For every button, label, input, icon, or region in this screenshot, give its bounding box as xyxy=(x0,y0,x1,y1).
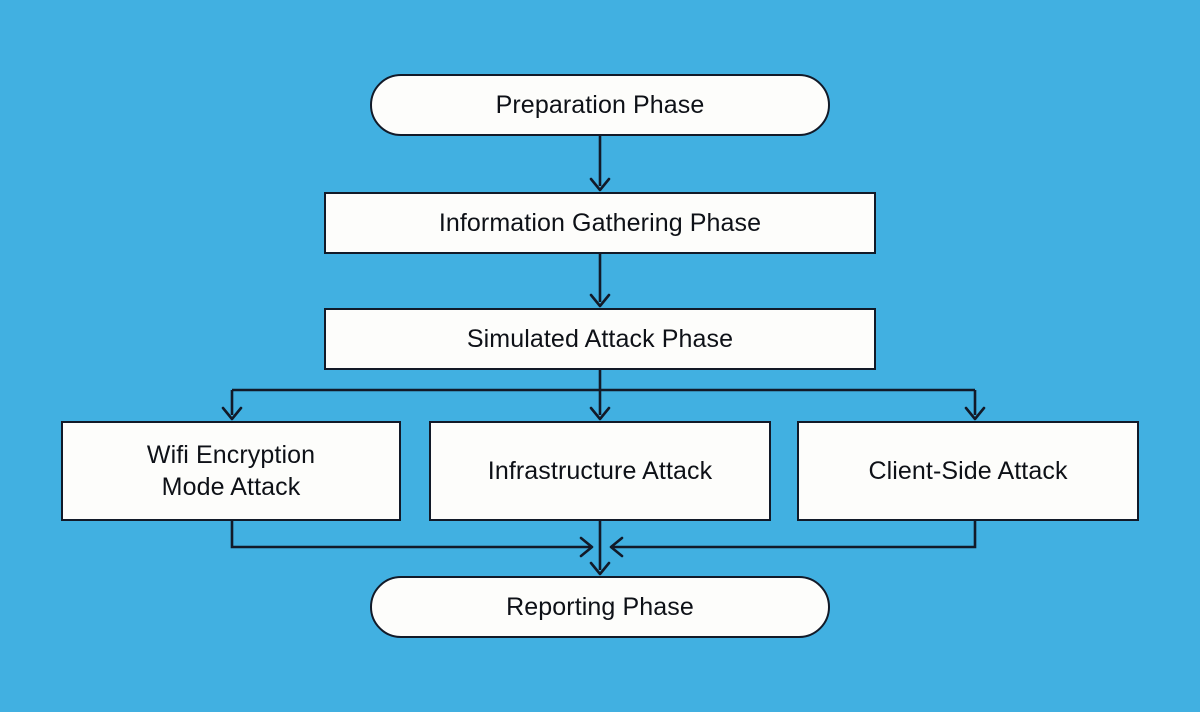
edge-client-side-to-reporting xyxy=(609,521,977,558)
edge-infrastructure-to-reporting xyxy=(589,521,611,576)
node-simulated-attack-phase[interactable]: Simulated Attack Phase xyxy=(324,308,876,370)
node-client-side-attack-label: Client-Side Attack xyxy=(868,457,1068,485)
node-preparation-phase-label: Preparation Phase xyxy=(495,91,705,119)
node-reporting-phase-label: Reporting Phase xyxy=(506,593,694,621)
node-infrastructure-attack-label: Infrastructure Attack xyxy=(487,457,713,485)
edge-split-to-wifi-encryption xyxy=(221,390,243,421)
node-client-side-attack[interactable]: Client-Side Attack xyxy=(797,421,1139,521)
edge-simulated-attack-split-bus xyxy=(232,370,975,392)
edge-split-to-client-side xyxy=(964,390,986,421)
node-preparation-phase[interactable]: Preparation Phase xyxy=(370,74,830,136)
node-infrastructure-attack[interactable]: Infrastructure Attack xyxy=(429,421,771,521)
node-simulated-attack-phase-label: Simulated Attack Phase xyxy=(466,325,734,353)
node-wifi-encryption-mode-attack[interactable]: Wifi Encryption Mode Attack xyxy=(61,421,401,521)
node-reporting-phase[interactable]: Reporting Phase xyxy=(370,576,830,638)
edge-info-gathering-to-simulated-attack xyxy=(589,254,611,308)
edge-preparation-to-info-gathering xyxy=(589,136,611,192)
edge-split-to-infrastructure xyxy=(589,390,611,421)
node-wifi-encryption-mode-attack-label: Wifi Encryption Mode Attack xyxy=(146,441,316,501)
edge-wifi-encryption-to-reporting xyxy=(230,521,594,558)
node-information-gathering-phase[interactable]: Information Gathering Phase xyxy=(324,192,876,254)
node-information-gathering-phase-label: Information Gathering Phase xyxy=(438,209,762,237)
